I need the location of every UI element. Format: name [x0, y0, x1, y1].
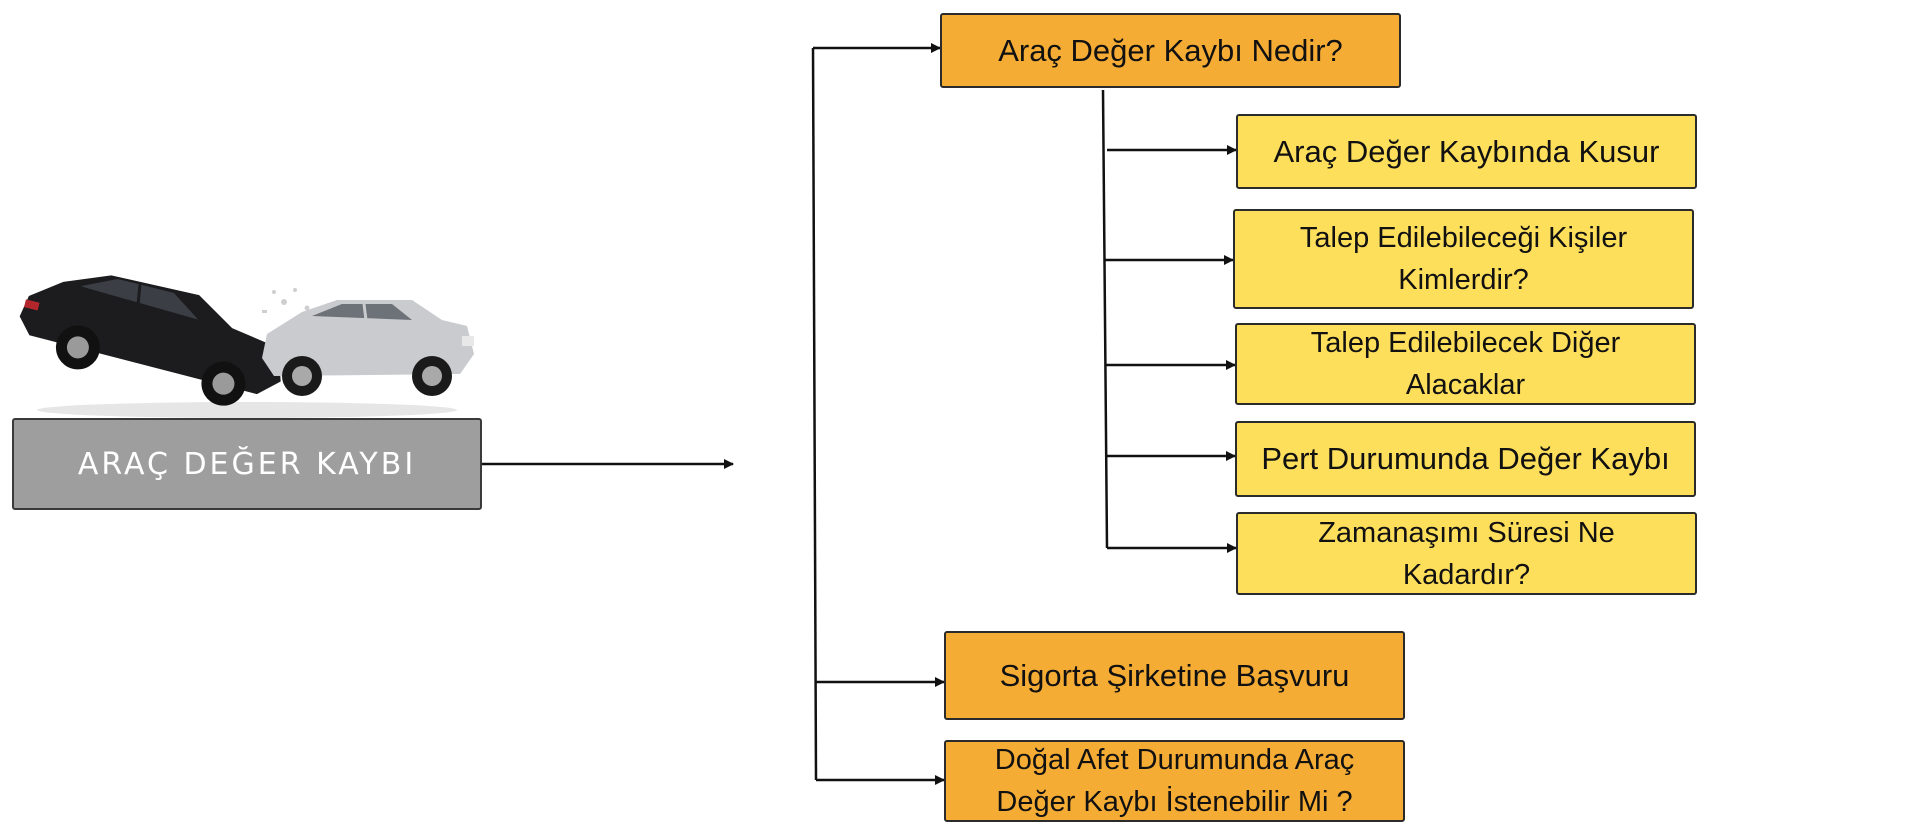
- main-topic-1-label: Araç Değer Kaybı Nedir?: [998, 32, 1343, 68]
- subtopic-5: Zamanaşımı Süresi Ne Kadardır?: [1236, 512, 1697, 595]
- main-trunk: [811, 47, 818, 781]
- subtopic-3: Talep Edilebilecek Diğer Alacaklar: [1235, 323, 1696, 405]
- main-topic-3: Doğal Afet Durumunda Araç Değer Kaybı İs…: [944, 740, 1405, 822]
- root-node: ARAÇ DEĞER KAYBI: [12, 418, 482, 510]
- main-topic-3-label: Doğal Afet Durumunda Araç Değer Kaybı İs…: [994, 744, 1355, 818]
- subtopic-4-label: Pert Durumunda Değer Kaybı: [1261, 441, 1670, 476]
- car-crash-icon: [19, 275, 474, 418]
- subtopic-2: Talep Edilebileceği Kişiler Kimlerdir?: [1233, 209, 1694, 309]
- main-topic-2-label: Sigorta Şirketine Başvuru: [999, 657, 1350, 693]
- sub-trunk: [1101, 89, 1109, 549]
- subtopic-2-label: Talep Edilebileceği Kişiler Kimlerdir?: [1299, 222, 1628, 296]
- main-topic-1: Araç Değer Kaybı Nedir?: [940, 13, 1401, 88]
- root-title: ARAÇ DEĞER KAYBI: [77, 446, 417, 482]
- subtopic-1-label: Araç Değer Kaybında Kusur: [1273, 133, 1660, 169]
- main-topic-2: Sigorta Şirketine Başvuru: [944, 631, 1405, 720]
- subtopic-5-label: Zamanaşımı Süresi Ne Kadardır?: [1318, 516, 1615, 591]
- subtopic-1: Araç Değer Kaybında Kusur: [1236, 114, 1697, 189]
- subtopic-4: Pert Durumunda Değer Kaybı: [1235, 421, 1696, 497]
- subtopic-3-label: Talep Edilebilecek Diğer Alacaklar: [1310, 327, 1621, 401]
